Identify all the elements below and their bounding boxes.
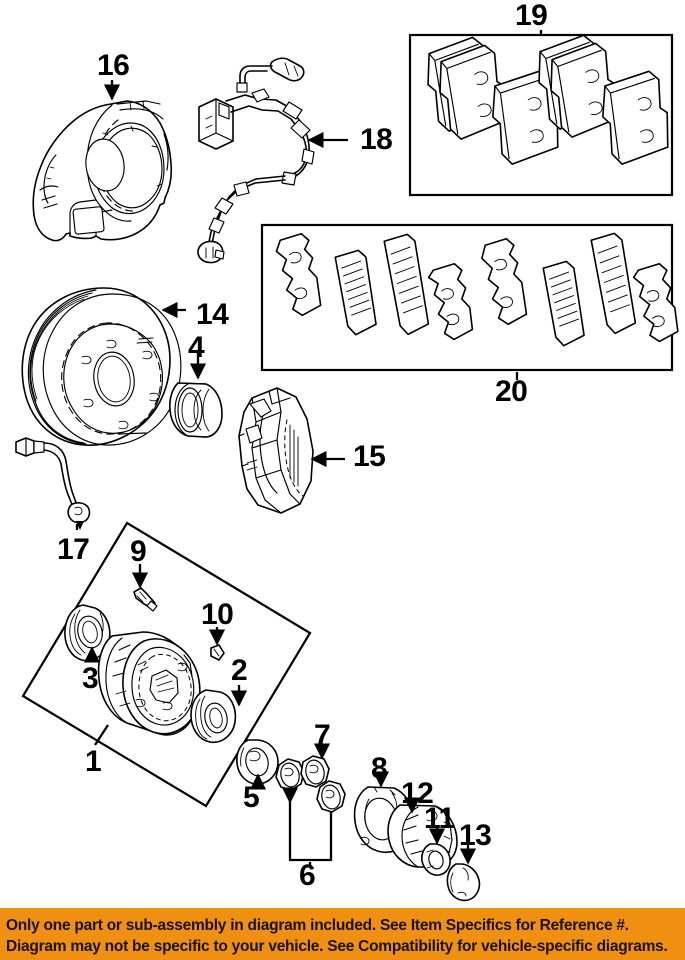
part-19-pad-kit bbox=[408, 33, 674, 197]
callout-8: 8 bbox=[371, 752, 388, 785]
callout-18: 18 bbox=[360, 123, 393, 156]
callout-19: 19 bbox=[515, 0, 548, 32]
callout-14: 14 bbox=[196, 298, 229, 331]
callout-20: 20 bbox=[495, 375, 528, 408]
callout-2: 2 bbox=[231, 654, 248, 687]
leader-6-bracket bbox=[288, 802, 333, 862]
part-14-brake-rotor bbox=[21, 287, 182, 446]
callout-1: 1 bbox=[85, 745, 102, 778]
part-18-abs-sensor bbox=[197, 57, 315, 264]
part-6-adjusting-nut-set bbox=[275, 758, 346, 813]
disclaimer-line-2: Diagram may not be specific to your vehi… bbox=[6, 938, 668, 955]
part-11-snap-ring bbox=[421, 843, 451, 876]
part-1-hub-group-box bbox=[21, 521, 312, 808]
callout-13: 13 bbox=[459, 819, 492, 852]
part-20-shim-kit bbox=[260, 223, 679, 372]
callout-9: 9 bbox=[130, 535, 147, 568]
callout-4: 4 bbox=[188, 331, 205, 364]
part-9-hub-bolt bbox=[133, 587, 158, 612]
hub-assembly-body bbox=[97, 631, 201, 736]
callout-12: 12 bbox=[401, 777, 434, 810]
part-4-wheel-bearing bbox=[169, 382, 223, 438]
callout-6: 6 bbox=[299, 859, 316, 892]
part-10-hub-stud bbox=[210, 644, 225, 661]
part-2-inner-bearing bbox=[190, 689, 237, 744]
part-13-cone-washer bbox=[446, 863, 481, 902]
callout-5: 5 bbox=[243, 781, 260, 814]
part-7-lock-nut bbox=[300, 755, 330, 788]
leader-1 bbox=[94, 724, 109, 746]
callout-11: 11 bbox=[424, 802, 455, 835]
part-17-brake-hose bbox=[15, 437, 91, 530]
callout-3: 3 bbox=[82, 662, 99, 695]
disclaimer-banner: Only one part or sub-assembly in diagram… bbox=[0, 908, 685, 960]
callout-17: 17 bbox=[57, 533, 90, 566]
callout-15: 15 bbox=[353, 440, 386, 473]
disclaimer-line-1: Only one part or sub-assembly in diagram… bbox=[6, 917, 629, 934]
callout-16: 16 bbox=[97, 49, 130, 82]
part-16-dust-shield bbox=[32, 100, 173, 242]
callout-7: 7 bbox=[314, 719, 331, 752]
part-15-brake-caliper bbox=[238, 387, 314, 514]
callout-10: 10 bbox=[201, 598, 234, 631]
